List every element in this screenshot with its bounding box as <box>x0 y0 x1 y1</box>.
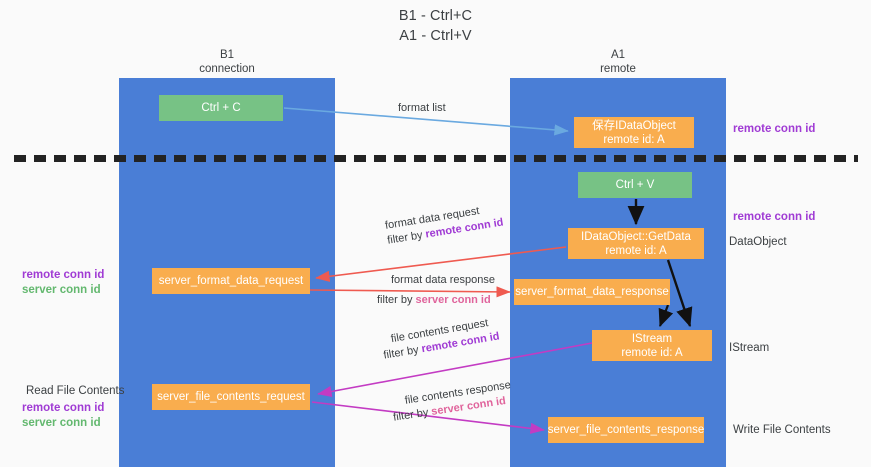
node-server-file-contents-response[interactable]: server_file_contents_response <box>548 417 704 443</box>
filter-key-server-conn-id: server conn id <box>415 294 491 306</box>
annotation-left-remote-conn-id-2: remote conn id <box>22 402 105 414</box>
node-istream[interactable]: IStream remote id: A <box>592 330 712 361</box>
node-server-file-contents-request-label: server_file_contents_request <box>157 391 305 403</box>
annotation-read-file-contents-text: Read File Contents <box>26 385 125 397</box>
lane-header-a1-title: A1 <box>610 49 626 61</box>
edge-label-format-data-request: format data request filter by remote con… <box>384 201 505 249</box>
lane-header-b1-title: B1 <box>219 49 235 61</box>
node-idataobject-remote-line2: remote id: A <box>603 133 665 146</box>
node-idataobject-remote[interactable]: 保存IDataObject remote id: A <box>574 117 694 148</box>
edge-label-format-list: format list <box>398 101 446 116</box>
page-title: B1 - Ctrl+C A1 - Ctrl+V <box>0 6 871 46</box>
edge-label-format-data-response: format data response filter by server co… <box>377 273 495 308</box>
edge-label-format-data-response-text: format data response <box>391 274 495 286</box>
node-ctrl-c-label: Ctrl + C <box>201 102 241 114</box>
lane-header-a1-subtitle: remote <box>600 63 636 75</box>
annotation-istream-text: IStream <box>729 342 770 354</box>
annotation-dataobject-text: DataObject <box>729 236 787 248</box>
annotation-dataobject: DataObject <box>729 235 787 250</box>
edge-label-format-list-text: format list <box>398 102 446 114</box>
annotation-istream: IStream <box>729 341 769 356</box>
title-line-1: B1 - Ctrl+C <box>398 8 473 24</box>
annotation-remote-conn-id-mid-text: remote conn id <box>733 211 816 223</box>
node-idataobject-getdata[interactable]: IDataObject::GetData remote id: A <box>568 228 704 259</box>
annotation-read-file-contents: Read File Contents <box>26 384 124 399</box>
filter-prefix: filter by <box>377 294 416 306</box>
node-idataobject-remote-line1: 保存IDataObject <box>592 119 676 132</box>
annotation-write-file-contents: Write File Contents <box>733 423 831 438</box>
node-server-file-contents-request[interactable]: server_file_contents_request <box>152 384 310 410</box>
node-istream-line2: remote id: A <box>621 346 683 359</box>
node-server-format-data-request[interactable]: server_format_data_request <box>152 268 310 294</box>
annotation-left-conn-ids: remote conn id server conn id <box>22 268 104 298</box>
node-server-format-data-response[interactable]: server_format_data_response <box>514 279 670 305</box>
node-ctrl-v-label: Ctrl + V <box>615 179 655 191</box>
annotation-remote-conn-id-top-text: remote conn id <box>733 123 816 135</box>
node-getdata-line2: remote id: A <box>605 244 667 257</box>
edge-label-file-contents-request: file contents request filter by remote c… <box>380 315 501 364</box>
node-ctrl-c[interactable]: Ctrl + C <box>159 95 283 121</box>
annotation-remote-conn-id-top: remote conn id <box>733 122 815 137</box>
title-line-2: A1 - Ctrl+V <box>399 28 472 44</box>
node-server-format-data-request-label: server_format_data_request <box>158 275 304 287</box>
annotation-write-file-contents-text: Write File Contents <box>733 424 831 436</box>
annotation-left-server-conn-id-2: server conn id <box>22 417 101 429</box>
node-getdata-line1: IDataObject::GetData <box>581 230 691 243</box>
annotation-left-conn-ids-2: remote conn id server conn id <box>22 401 104 431</box>
annotation-remote-conn-id-mid: remote conn id <box>733 210 815 225</box>
edge-label-format-data-response-filter: filter by server conn id <box>377 288 495 308</box>
annotation-left-remote-conn-id: remote conn id <box>22 269 105 281</box>
edge-label-file-contents-response: file contents response filter by server … <box>390 378 514 426</box>
node-server-file-contents-response-label: server_file_contents_response <box>547 424 705 436</box>
node-ctrl-v[interactable]: Ctrl + V <box>578 172 692 198</box>
lane-header-b1: B1 connection <box>119 48 335 76</box>
lane-header-b1-subtitle: connection <box>199 63 255 75</box>
node-server-format-data-response-label: server_format_data_response <box>515 286 669 298</box>
lane-header-a1: A1 remote <box>510 48 726 76</box>
annotation-left-server-conn-id: server conn id <box>22 284 101 296</box>
phase-separator <box>14 155 858 162</box>
node-istream-line1: IStream <box>631 332 673 345</box>
